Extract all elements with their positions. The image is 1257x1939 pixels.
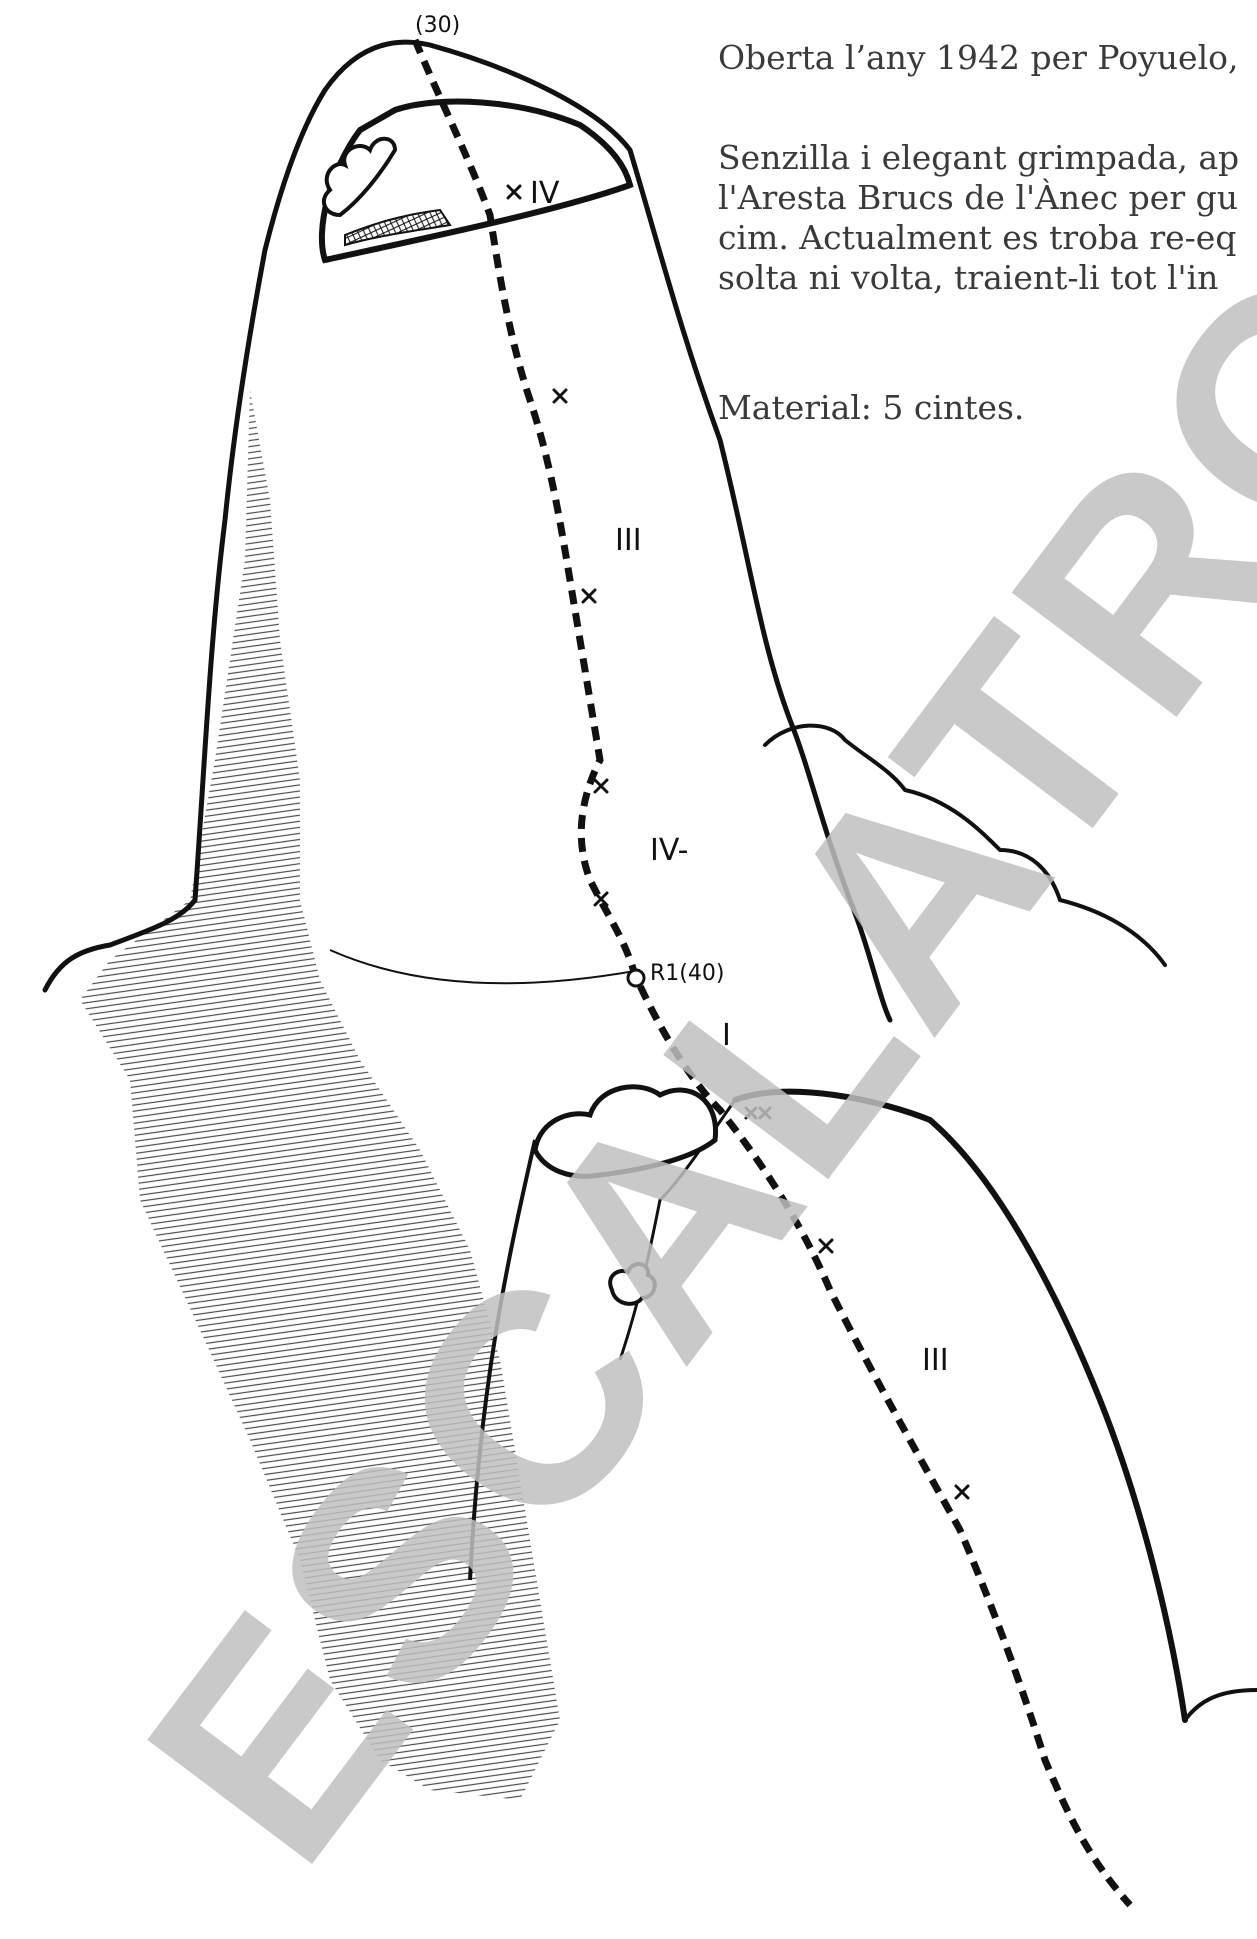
grade-label-2: III [615,523,642,558]
grade-label-5: III [922,1343,949,1378]
description-line: cim. Actualment es troba re-eq [718,218,1239,258]
description-line: l'Aresta Brucs de l'Ànec per gu [718,178,1239,218]
route-history-text: Oberta l’any 1942 per Poyuelo, [718,38,1238,78]
grade-label-1: IV [530,176,560,211]
material-text: Material: 5 cintes. [718,388,1024,428]
ground-line-right [1185,1690,1257,1720]
description-line: Senzilla i elegant grimpada, ap [718,138,1239,178]
description-line: solta ni volta, traient-li tot l'in [718,258,1239,298]
belay-ledge [330,950,640,983]
summit-label: (30) [415,13,460,38]
grade-label-3: IV- [650,833,688,868]
route-description-text: Senzilla i elegant grimpada, ap l'Aresta… [718,138,1239,298]
